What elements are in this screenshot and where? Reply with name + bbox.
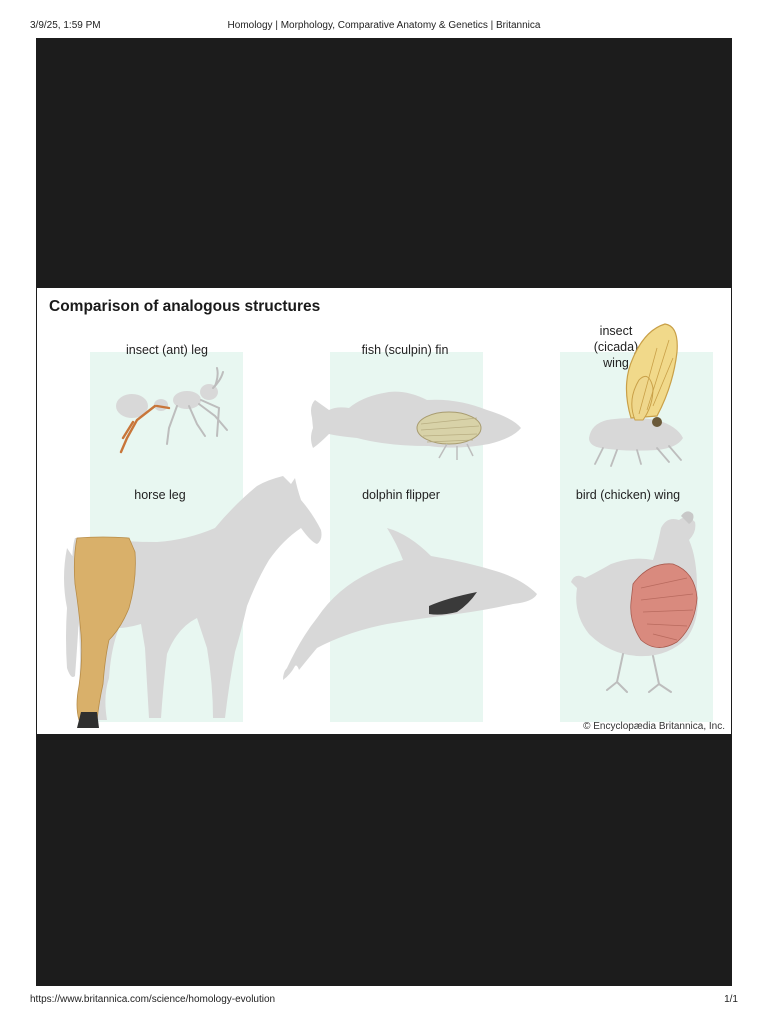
figure-title: Comparison of analogous structures	[49, 298, 320, 315]
label-insect-leg: insect (ant) leg	[126, 343, 208, 357]
ant-leg-highlight	[119, 404, 171, 454]
label-dolphin-flipper: dolphin flipper	[362, 488, 440, 502]
label-horse-leg: horse leg	[134, 488, 185, 502]
horse-illustration	[64, 476, 322, 728]
figure-credit: © Encyclopædia Britannica, Inc.	[583, 721, 725, 732]
dolphin-illustration	[283, 528, 537, 680]
print-page-title: Homology | Morphology, Comparative Anato…	[227, 20, 541, 31]
label-fish-fin: fish (sculpin) fin	[362, 343, 449, 357]
print-page-number: 1/1	[724, 994, 738, 1005]
label-insect-wing-1: insect	[600, 324, 633, 338]
chicken-illustration	[571, 511, 698, 693]
print-url: https://www.britannica.com/science/homol…	[30, 994, 276, 1005]
label-bird-wing: bird (chicken) wing	[576, 488, 680, 502]
ant-illustration	[116, 367, 228, 445]
label-insect-wing-2: (cicada)	[594, 340, 638, 354]
analogous-structures-figure: Comparison of analogous structures insec…	[37, 288, 731, 734]
label-insect-wing-3: wing	[602, 356, 629, 370]
cicada-illustration	[589, 323, 683, 467]
figure-canvas: Comparison of analogous structures insec…	[49, 298, 725, 732]
print-footer: https://www.britannica.com/science/homol…	[0, 992, 768, 1012]
fish-illustration	[311, 391, 521, 460]
print-header: 3/9/25, 1:59 PM Homology | Morphology, C…	[0, 0, 768, 38]
print-datetime: 3/9/25, 1:59 PM	[30, 20, 101, 31]
